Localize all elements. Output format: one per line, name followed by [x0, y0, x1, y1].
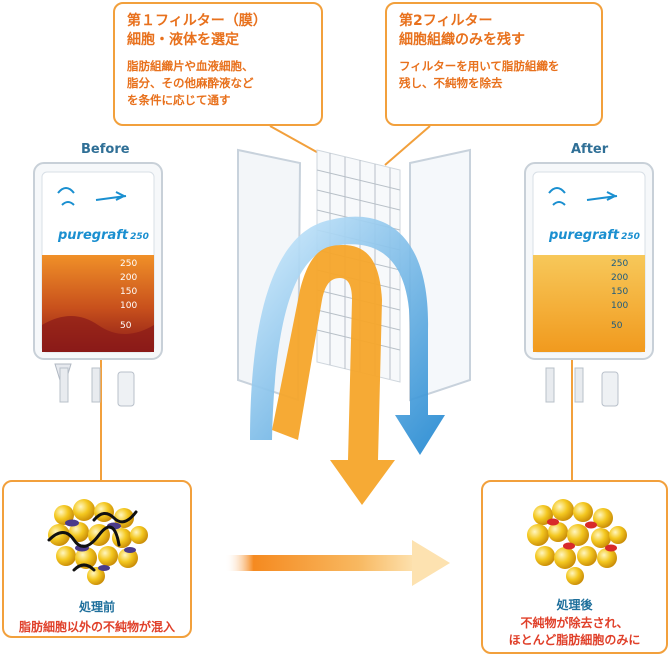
before-label: Before [81, 142, 130, 157]
filter1-callout: 第１フィルター（膜） 細胞・液体を選定 脂肪組織片や血液細胞、 脂分、その他麻酔… [113, 2, 323, 126]
filter2-desc: フィルターを用いて脂肪組織を 残し、不純物を除去 [399, 58, 589, 92]
after-scale-50: 50 [611, 321, 623, 331]
process-arrow [225, 540, 450, 586]
filter1-title-line2: 細胞・液体を選定 [127, 32, 239, 48]
filter1-desc: 脂肪組織片や血液細胞、 脂分、その他麻酔液など を条件に応じて通す [127, 58, 309, 109]
after-result-box: 処理後 不純物が除去され、 ほとんど脂肪細胞のみに [481, 480, 668, 654]
before-scale-100: 100 [120, 301, 138, 311]
after-result-text-line2: ほとんど脂肪細胞のみに [508, 633, 641, 647]
filter1-desc-line2: 脂分、その他麻酔液など [127, 76, 254, 90]
before-scale-200: 200 [120, 273, 138, 283]
connector-filter2 [384, 125, 431, 166]
before-scale-250: 250 [120, 259, 138, 269]
after-scale-200: 200 [611, 273, 629, 283]
filter2-desc-line1: フィルターを用いて脂肪組織を [399, 59, 560, 73]
after-result-title: 処理後 [556, 598, 593, 612]
before-brand-text: puregraft [58, 228, 129, 243]
filter1-desc-line1: 脂肪組織片や血液細胞、 [127, 59, 254, 73]
before-scale-50: 50 [120, 321, 132, 331]
filter1-title-line1: 第１フィルター（膜） [127, 13, 267, 29]
before-result-title: 処理前 [78, 600, 115, 614]
before-brand-number: 250 [130, 232, 149, 242]
blue-flow-arrow [250, 216, 445, 455]
after-scale-150: 150 [611, 287, 629, 297]
after-result-text-line1: 不純物が除去され、 [520, 616, 629, 630]
after-label: After [571, 142, 609, 157]
after-scale-250: 250 [611, 259, 629, 269]
after-cells-illustration [527, 499, 627, 585]
after-bag-scale: 250 200 150 100 50 [611, 257, 628, 333]
filter2-title-line2: 細胞組織のみを残す [399, 32, 525, 48]
filter2-callout: 第2フィルター 細胞組織のみを残す フィルターを用いて脂肪組織を 残し、不純物を… [385, 2, 603, 126]
before-bag-scale: 250 200 150 100 50 [120, 257, 137, 333]
after-brand-number: 250 [621, 232, 640, 242]
before-scale-150: 150 [120, 287, 138, 297]
filter2-title-line1: 第2フィルター [399, 13, 493, 29]
before-result-box: 処理前 脂肪細胞以外の不純物が混入 [2, 480, 192, 638]
before-cells-illustration [47, 499, 148, 585]
after-bag-illustration [524, 162, 654, 407]
before-result-text: 脂肪細胞以外の不純物が混入 [18, 620, 175, 634]
filter2-desc-line2: 残し、不純物を除去 [399, 76, 503, 90]
after-brand-text: puregraft [549, 228, 620, 243]
after-scale-100: 100 [611, 301, 629, 311]
cell-flow-arrow [272, 245, 395, 505]
before-bag-illustration [33, 162, 163, 407]
filter1-desc-line3: を条件に応じて通す [127, 93, 231, 107]
